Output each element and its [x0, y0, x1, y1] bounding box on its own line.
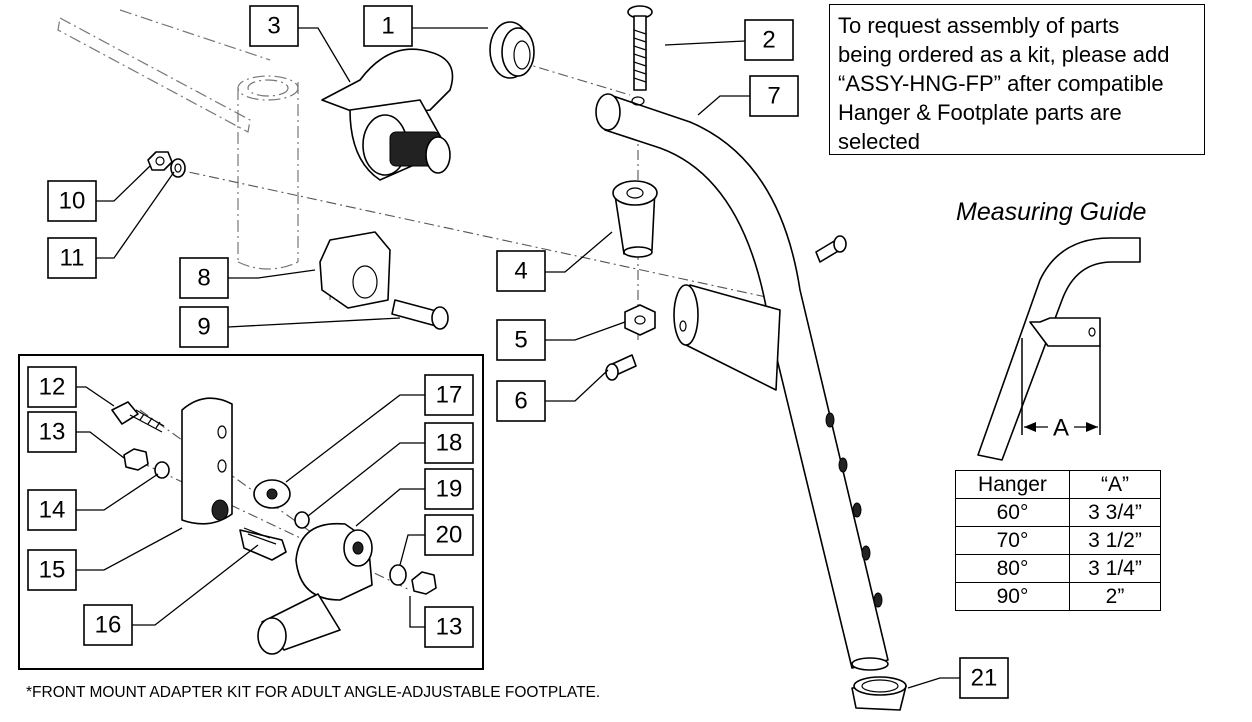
svg-text:17: 17 [436, 382, 463, 409]
svg-text:4: 4 [514, 258, 527, 285]
note-line: Hanger & Footplate parts are [838, 100, 1122, 125]
measuring-guide-title: Measuring Guide [956, 198, 1147, 226]
adapter-kit-footnote: *FRONT MOUNT ADAPTER KIT FOR ADULT ANGLE… [26, 684, 601, 701]
note-line: being ordered as a kit, please add [838, 42, 1170, 67]
table-header-cell: Hanger [955, 470, 1070, 499]
tube-end-screw [815, 235, 847, 263]
assembly-request-note: To request assembly of parts being order… [829, 4, 1205, 155]
table-row: 90° 2” [955, 582, 1161, 611]
svg-text:12: 12 [39, 374, 66, 401]
table-row: 70° 3 1/2” [955, 526, 1161, 555]
svg-text:21: 21 [971, 665, 998, 692]
part-1-bumper [489, 21, 535, 79]
svg-text:1: 1 [381, 13, 394, 40]
callout-1: 1 [363, 5, 413, 47]
callout-19: 19 [424, 468, 474, 510]
part-7-hanger-tube [595, 93, 889, 671]
part-21-cap [851, 676, 907, 711]
table-row: 80° 3 1/4” [955, 554, 1161, 583]
svg-text:7: 7 [767, 83, 780, 110]
callout-20: 20 [424, 514, 474, 556]
table-cell: 70° [955, 526, 1070, 555]
svg-text:10: 10 [59, 188, 86, 215]
svg-text:14: 14 [39, 497, 66, 524]
callout-10: 10 [47, 180, 97, 222]
dimension-a-label: A [1053, 415, 1069, 442]
callout-11: 11 [47, 237, 97, 279]
callout-3: 3 [249, 5, 299, 47]
callout-13: 13 [27, 411, 77, 453]
svg-text:16: 16 [95, 612, 122, 639]
svg-text:6: 6 [514, 388, 527, 415]
part-8-clamp [319, 231, 391, 309]
table-cell: 3 1/4” [1069, 554, 1161, 583]
callout-8: 8 [179, 257, 229, 299]
callout-13-inset: 13 [424, 606, 474, 648]
table-row: 60° 3 3/4” [955, 498, 1161, 527]
measuring-guide-drawing: A [977, 237, 1141, 461]
svg-text:11: 11 [60, 245, 85, 272]
callout-6: 6 [496, 380, 546, 422]
callout-17: 17 [424, 374, 474, 416]
note-line: selected [838, 129, 920, 154]
svg-text:2: 2 [762, 27, 775, 54]
part-9-bolt [391, 299, 449, 330]
callout-12: 12 [27, 366, 77, 408]
callout-5: 5 [496, 319, 546, 361]
callout-14: 14 [27, 489, 77, 531]
callout-15: 15 [27, 549, 77, 591]
table-cell: 80° [955, 554, 1070, 583]
callout-leaders [72, 27, 960, 689]
hanger-adjustment-holes [825, 412, 883, 608]
table-cell: 3 3/4” [1069, 498, 1161, 527]
note-line: To request assembly of parts [838, 13, 1120, 38]
part-6-screw [605, 354, 637, 381]
callout-7: 7 [749, 75, 799, 117]
svg-text:13: 13 [436, 614, 463, 641]
hanger-measurement-table: Hanger “A” 60° 3 3/4” 70° 3 1/2” 80° 3 1… [955, 470, 1161, 611]
table-cell: 60° [955, 498, 1070, 527]
callout-18: 18 [424, 422, 474, 464]
adapter-kit-inset [18, 354, 484, 670]
part-4-bushing [612, 180, 658, 258]
svg-text:19: 19 [436, 476, 463, 503]
part-10-nut [147, 151, 173, 171]
callout-21: 21 [959, 657, 1009, 699]
callout-16: 16 [83, 604, 133, 646]
note-line: “ASSY-HNG-FP” after compatible [838, 71, 1164, 96]
svg-text:5: 5 [514, 327, 527, 354]
svg-text:3: 3 [267, 13, 280, 40]
svg-text:20: 20 [436, 522, 463, 549]
part-5-nut [624, 304, 656, 336]
table-cell: 2” [1069, 582, 1161, 611]
part-3-latch [321, 48, 454, 181]
table-cell: 3 1/2” [1069, 526, 1161, 555]
svg-text:18: 18 [436, 430, 463, 457]
table-header-row: Hanger “A” [955, 470, 1161, 499]
part-2-screw [627, 5, 653, 91]
callout-9: 9 [179, 306, 229, 348]
table-header-cell: “A” [1069, 470, 1161, 499]
svg-text:9: 9 [197, 314, 210, 341]
part-11-washer [170, 158, 186, 178]
svg-text:15: 15 [39, 557, 66, 584]
svg-text:8: 8 [197, 265, 210, 292]
svg-text:13: 13 [39, 419, 66, 446]
table-cell: 90° [955, 582, 1070, 611]
callout-2: 2 [744, 19, 794, 61]
callout-4: 4 [496, 250, 546, 292]
